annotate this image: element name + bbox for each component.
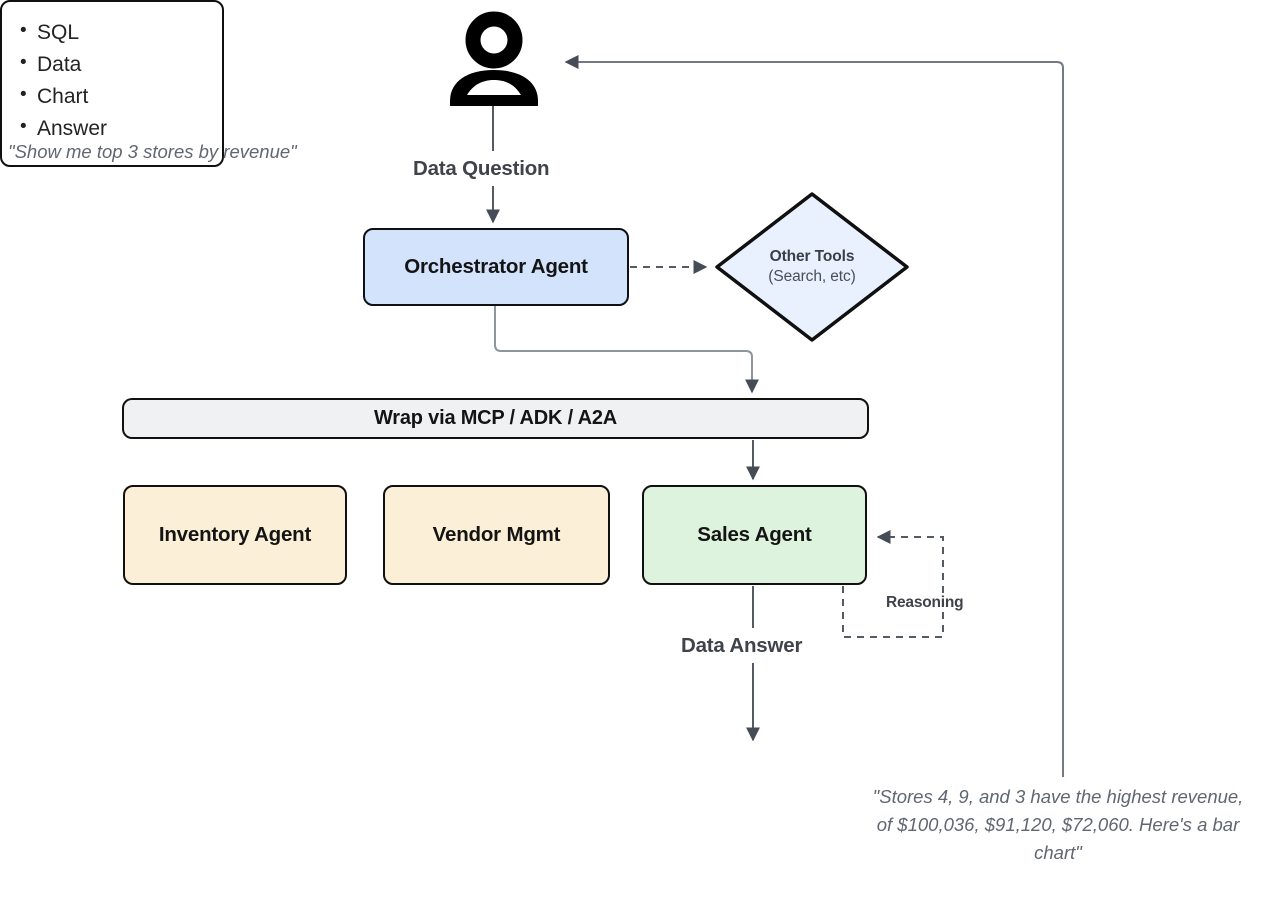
edge-label-data-question: Data Question xyxy=(413,157,550,180)
node-output-artifacts[interactable]: SQL Data Chart Answer xyxy=(0,0,224,167)
node-inventory-agent[interactable]: Inventory Agent xyxy=(123,485,347,585)
list-item: SQL xyxy=(20,16,222,49)
list-item: Data xyxy=(20,48,222,81)
final-answer-quote: "Stores 4, 9, and 3 have the highest rev… xyxy=(872,786,1244,864)
node-orchestrator-agent[interactable]: Orchestrator Agent xyxy=(363,228,629,306)
output-item-list: SQL Data Chart Answer xyxy=(2,2,222,146)
list-item: Answer xyxy=(20,112,222,145)
node-other-tools[interactable]: Other Tools (Search, etc) xyxy=(711,188,913,346)
list-item: Chart xyxy=(20,80,222,113)
person-icon xyxy=(446,11,542,106)
edge-label-reasoning: Reasoning xyxy=(886,594,964,611)
diamond-shape xyxy=(715,192,909,342)
other-tools-title: Other Tools xyxy=(769,248,855,266)
other-tools-label-group: Other Tools (Search, etc) xyxy=(711,188,913,346)
user-question-quote: "Show me top 3 stores by revenue" xyxy=(8,141,297,162)
node-wrap-via-mcp-adk-a2a[interactable]: Wrap via MCP / ADK / A2A xyxy=(122,398,869,439)
other-tools-sublabel: (Search, etc) xyxy=(768,268,856,285)
edge-label-data-answer: Data Answer xyxy=(681,634,803,657)
node-vendor-mgmt[interactable]: Vendor Mgmt xyxy=(383,485,610,585)
node-sales-agent[interactable]: Sales Agent xyxy=(642,485,867,585)
